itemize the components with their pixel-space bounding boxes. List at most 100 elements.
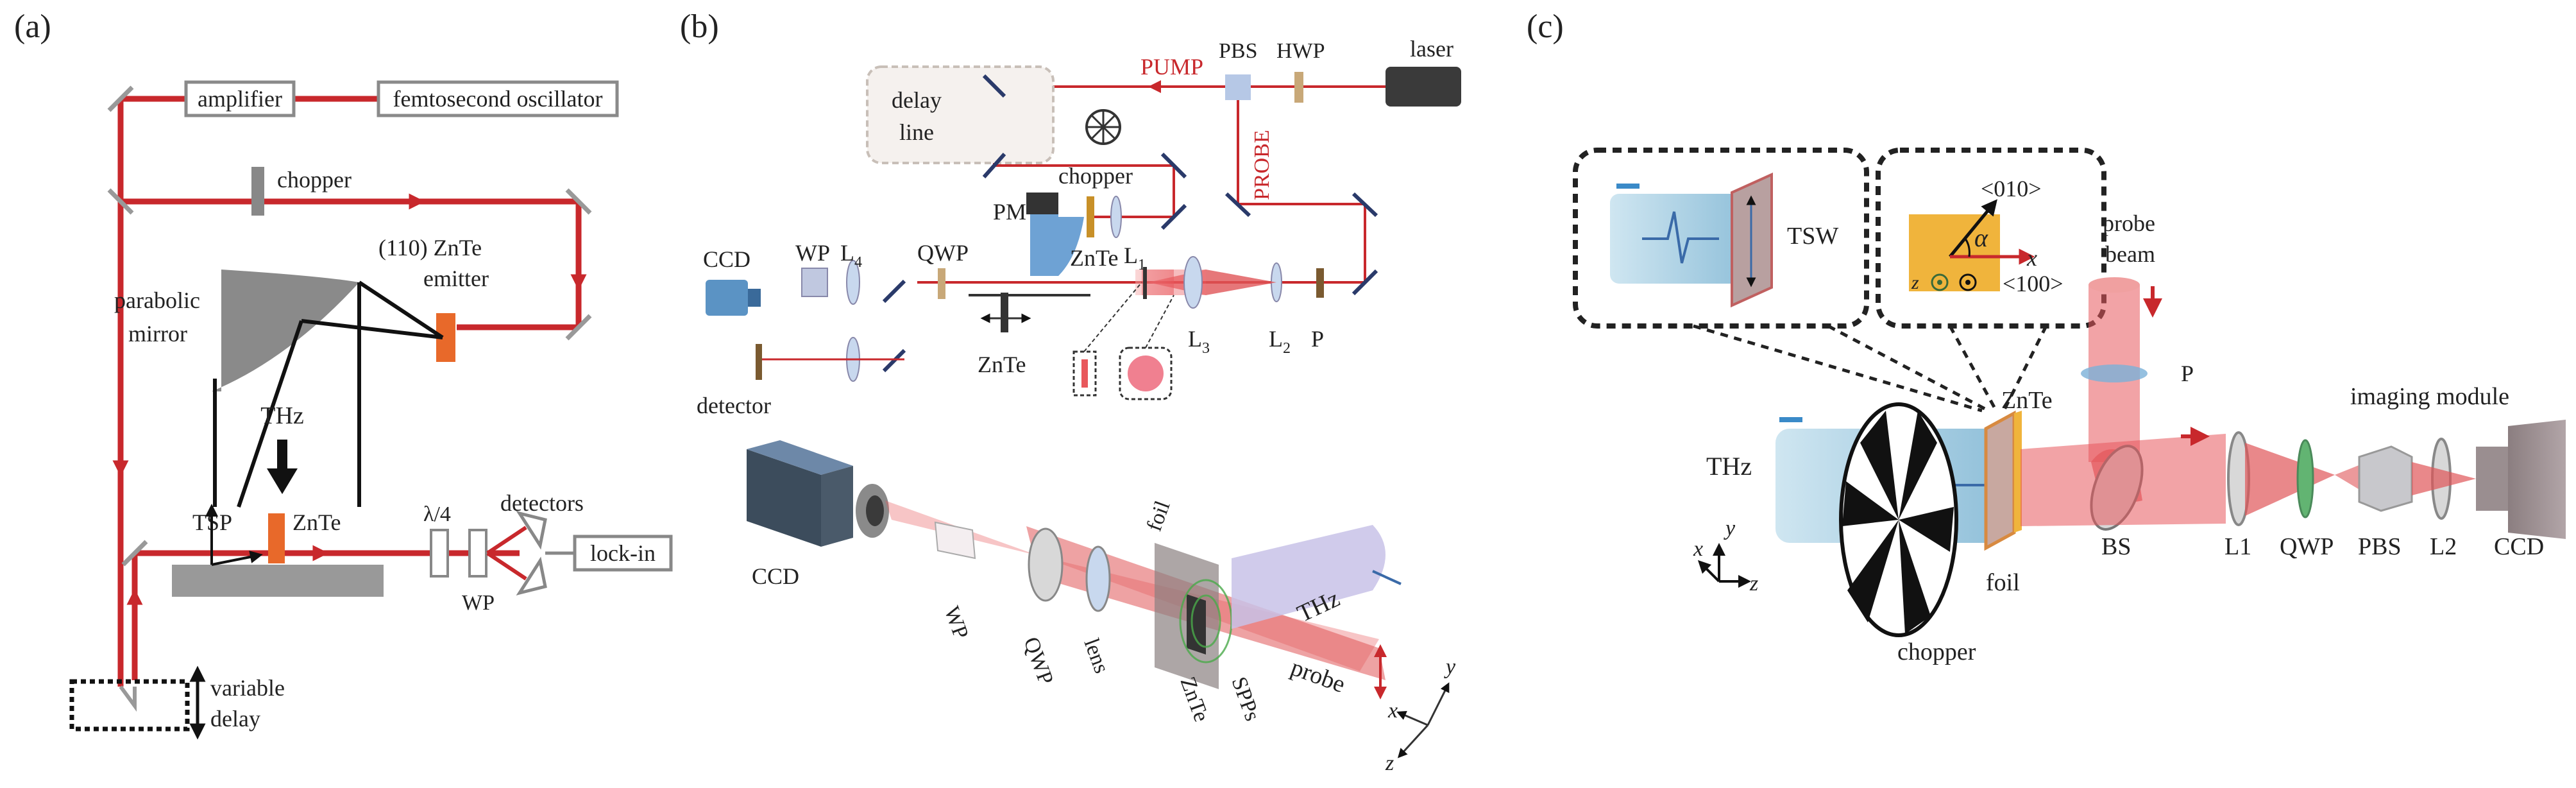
znte-detector-crystal (268, 513, 285, 563)
lens-l1 (1110, 196, 1122, 238)
pbs-label-c: PBS (2358, 533, 2402, 560)
probe-beam-label-2: beam (2105, 241, 2155, 267)
panel-b-tag: (b) (680, 8, 719, 45)
foil-c (1984, 410, 2016, 551)
dir-100-label: <100> (2003, 271, 2063, 296)
panel-c: (c) TSW α x <010> <100> z (1527, 8, 2566, 665)
oscillator-label: femtosecond oscillator (393, 86, 603, 112)
oscillator-box: femtosecond oscillator (377, 80, 619, 117)
inset-thz-beam (1610, 194, 1751, 284)
polarizer-b (1316, 268, 1324, 298)
inset-z-label: z (1911, 272, 1919, 293)
axis-y-b: y (1444, 655, 1456, 679)
lens-bottom (1085, 545, 1111, 612)
ccd-label-c: CCD (2494, 533, 2544, 560)
ccd-body-c (2508, 420, 2566, 539)
axis-x-c: x (1693, 537, 1703, 561)
emitter-label-2: emitter (423, 266, 489, 291)
delay-label-2: delay (210, 706, 260, 732)
focus-cone-c3 (2412, 462, 2476, 495)
detector-shapes (516, 511, 547, 595)
spps-label: SPPs (1226, 674, 1264, 724)
focus-cone-c1 (2245, 443, 2335, 516)
qwp-c (2296, 439, 2314, 518)
inset-waveform (1642, 211, 1719, 264)
imaging-module-label: imaging module (2350, 383, 2509, 410)
p-label-c: P (2181, 361, 2194, 386)
wollaston-prism (468, 529, 487, 578)
znte-c (2014, 411, 2022, 533)
focus-cone-b (1206, 270, 1276, 295)
mirrors-a (107, 85, 592, 567)
p-label-b: P (1311, 326, 1324, 352)
chopper-blades-c (1842, 411, 1954, 634)
delay-line-label-1: delay (892, 87, 942, 113)
axes-c (1697, 543, 1751, 588)
panel-b: (b) laser PUMP PROBE PBS HWP delay (680, 8, 1461, 775)
alpha-label: α (1974, 223, 1988, 252)
chopper-label-c: chopper (1897, 638, 1976, 665)
qwp-bottom-label: QWP (1019, 634, 1058, 688)
red-beam-c (2021, 434, 2226, 526)
thz-arrow (267, 440, 298, 494)
l1-label: L1 (1124, 243, 1146, 273)
parabolic-mirror-b (1030, 214, 1084, 276)
laser-head (1385, 67, 1461, 107)
inset-rect-fill (1081, 359, 1088, 388)
ccd-lens-c (2476, 447, 2508, 511)
delay-label-1: variable (210, 675, 285, 701)
chopper-spokes-b (1087, 110, 1120, 144)
foil-label-b: foil (1142, 498, 1175, 535)
amplifier-box: amplifier (184, 80, 296, 117)
inset-rect-b (1072, 350, 1097, 397)
wp-top-label: WP (795, 240, 830, 266)
ccd-top-lens (748, 289, 761, 307)
chopper-blade (251, 167, 264, 216)
l3-label: L3 (1188, 326, 1210, 357)
l1-label-c: L1 (2224, 533, 2251, 560)
lens-bottom-label: lens (1079, 635, 1114, 676)
inset-z-out (1931, 273, 1949, 291)
axis-z-c: z (1749, 572, 1758, 595)
axis-z-b: z (1385, 751, 1394, 775)
l4-label: L4 (840, 240, 862, 271)
foil-label-c: foil (1986, 569, 2020, 596)
amplifier-label: amplifier (198, 86, 282, 112)
retroreflector (119, 685, 137, 712)
hwp-label: HWP (1276, 39, 1325, 63)
znte-crystal-b (1001, 293, 1008, 332)
thz-label-a: THz (260, 402, 304, 429)
ccd-bottom (747, 440, 889, 547)
inset-link-2 (1145, 295, 1174, 348)
parabolic-mirror (212, 270, 359, 391)
delay-line-label-2: line (899, 119, 934, 145)
detector-label: detector (697, 393, 771, 418)
inset-circle-fill (1128, 355, 1164, 391)
pbs-label-b: PBS (1219, 39, 1258, 63)
inset-links-c (1693, 324, 2048, 413)
pump-label: PUMP (1140, 54, 1203, 80)
probe-beam-top (2089, 277, 2140, 293)
delay-line-box (866, 65, 1055, 164)
pm-label: PM (993, 199, 1026, 225)
znte-mid-label: ZnTe (978, 352, 1026, 377)
detectors-a (486, 526, 527, 581)
lockin-box: lock-in (573, 535, 673, 572)
axis-y-c: y (1724, 517, 1736, 540)
axis-x-b: x (1387, 699, 1398, 723)
mirrors-b (882, 74, 1378, 373)
tsp-axes (205, 504, 263, 566)
l2-label: L2 (1269, 326, 1291, 357)
mirror-label-2: mirror (128, 321, 187, 347)
znte-mid-mark (1143, 267, 1147, 299)
probe-beam-label-1: probe (2103, 210, 2155, 236)
thz-beam-a (213, 280, 444, 508)
znte-top-label: ZnTe (1070, 245, 1118, 271)
panel-c-tag: (c) (1527, 8, 1564, 45)
lockin-label: lock-in (590, 540, 656, 566)
inset-z-in (1959, 273, 1977, 291)
qwp-top-label: QWP (917, 240, 969, 266)
emitter-label-1: (110) ZnTe (378, 235, 482, 261)
